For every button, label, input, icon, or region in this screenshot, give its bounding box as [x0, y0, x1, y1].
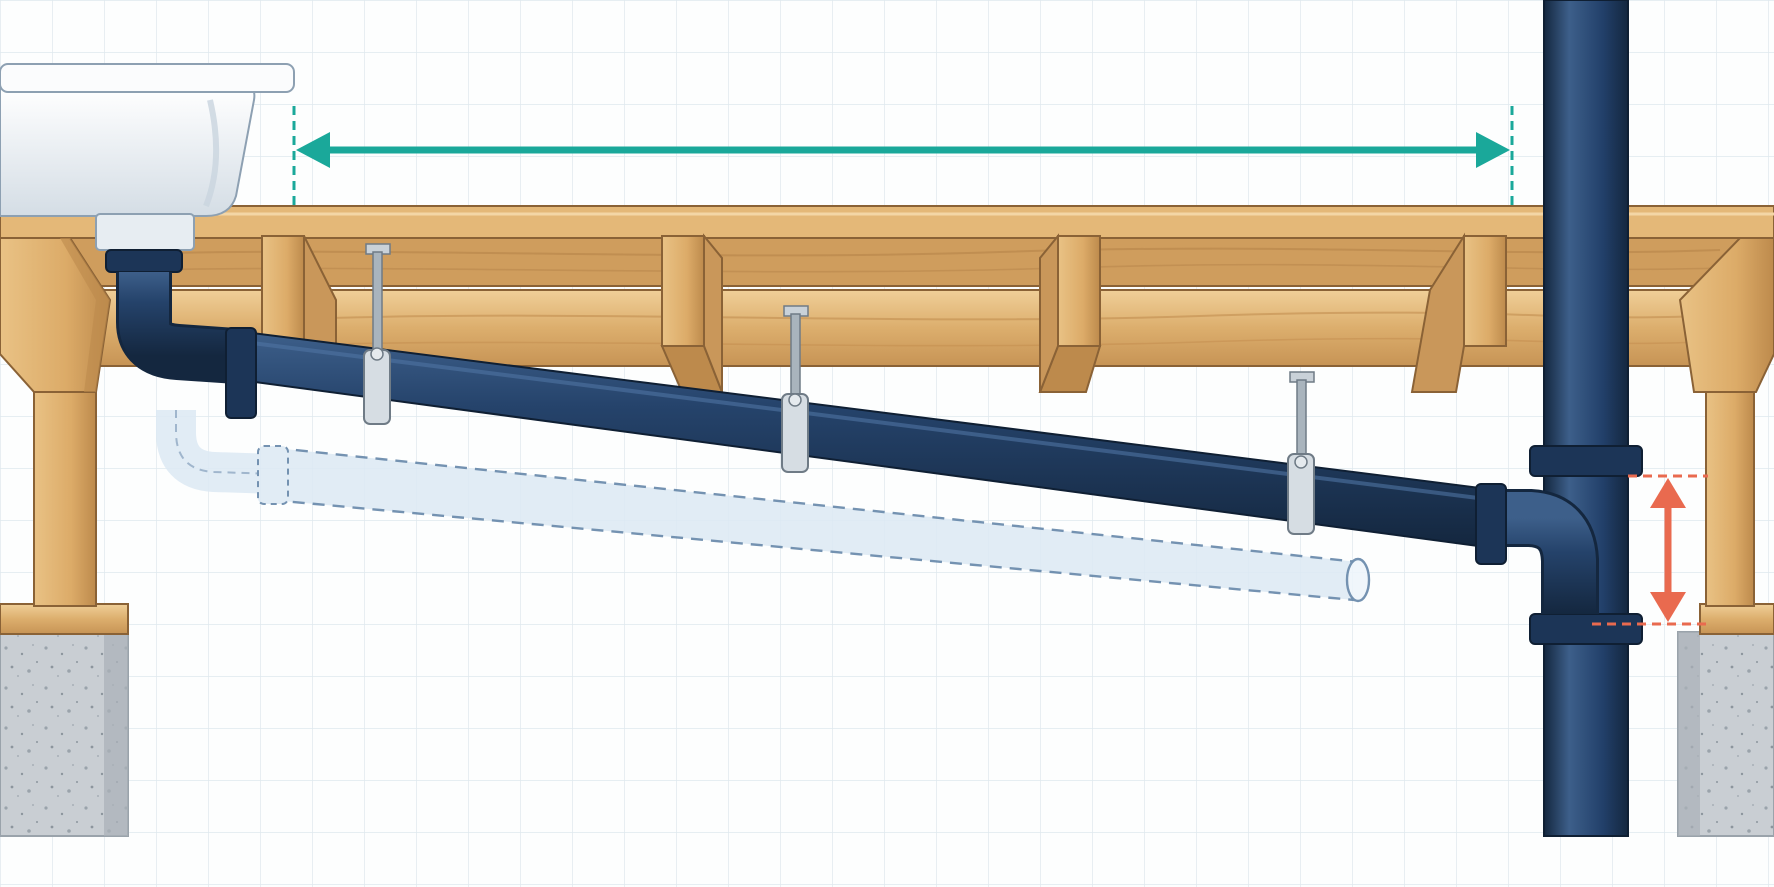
drop-dimension: [1592, 474, 1708, 626]
joist-block-left: [0, 237, 112, 393]
joist-block-3: [1038, 233, 1102, 393]
joist-block-right: [1678, 237, 1774, 393]
double-arrow-horizontal-icon: [296, 132, 1510, 168]
wood-grain: [139, 263, 1721, 273]
joist-block-4: [1410, 232, 1507, 393]
pipe-hanger-3: [1287, 371, 1315, 535]
span-dimension: [292, 106, 1514, 210]
sink-tailpiece-coupling: [105, 249, 183, 273]
pipe-hanger-1: [363, 243, 391, 425]
concrete-foundation-left: [0, 631, 129, 837]
pipe-hanger-2: [781, 305, 809, 473]
post-left: [33, 379, 97, 607]
sanitary-tee: [1475, 483, 1599, 614]
drain-pipe-coupling: [225, 327, 257, 419]
joist-block-1: [261, 235, 337, 347]
sill-plate-right: [1699, 603, 1774, 635]
alternate-pipe-route: [156, 410, 1371, 603]
sink: [0, 63, 295, 251]
tee-coupling: [1475, 483, 1507, 565]
sill-plate-left: [0, 603, 129, 635]
concrete-foundation-right: [1677, 631, 1774, 837]
double-arrow-vertical-icon: [1650, 478, 1686, 622]
subfloor-plank: [0, 205, 1774, 239]
joist-block-2: [660, 233, 724, 393]
post-right: [1705, 379, 1755, 607]
vertical-stack-pipe: [1529, 0, 1643, 837]
